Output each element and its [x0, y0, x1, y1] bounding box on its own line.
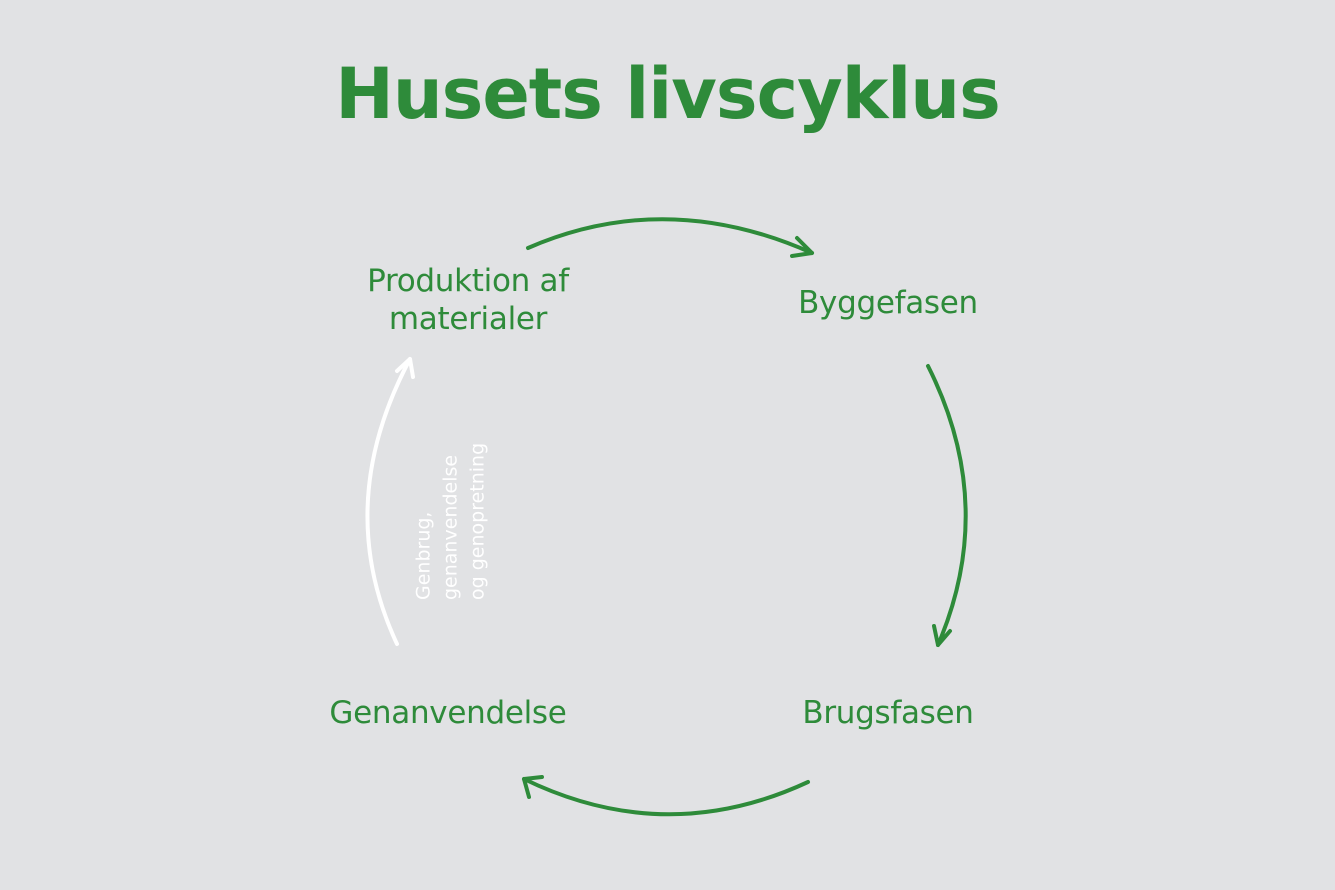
stage-production: Produktion af materialer — [340, 262, 596, 338]
diagram-title: Husets livscyklus — [335, 53, 1001, 135]
arrow-use-to-reuse — [522, 775, 810, 817]
loop-note-line-1: Genbrug, — [412, 511, 435, 600]
stage-production-line-2: materialer — [388, 301, 548, 337]
arrow-reuse-to-production — [365, 357, 415, 646]
stage-reuse-label: Genanvendelse — [329, 695, 567, 731]
stage-reuse: Genanvendelse — [300, 694, 596, 732]
stage-production-line-1: Produktion af — [367, 263, 569, 299]
arrow-build-to-use — [926, 364, 968, 647]
stage-use-label: Brugsfasen — [802, 695, 974, 731]
loop-note: Genbrug, genanvendelse og genopretning — [411, 400, 492, 600]
stage-use: Brugsfasen — [780, 694, 996, 732]
loop-note-line-3: og genopretning — [466, 442, 489, 600]
loop-note-line-2: genanvendelse — [439, 454, 462, 600]
stage-build-label: Byggefasen — [798, 285, 978, 321]
stage-build: Byggefasen — [770, 284, 1006, 322]
arrow-production-to-build — [526, 217, 814, 258]
